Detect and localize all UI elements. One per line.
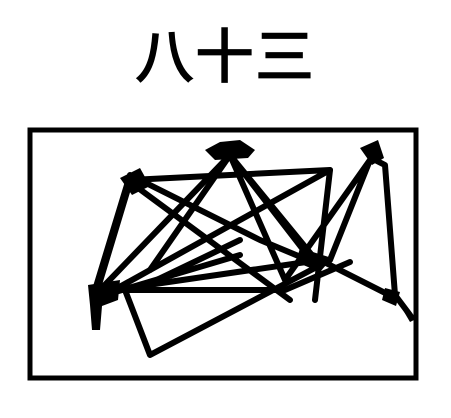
line-drawing-figure [0,0,451,418]
